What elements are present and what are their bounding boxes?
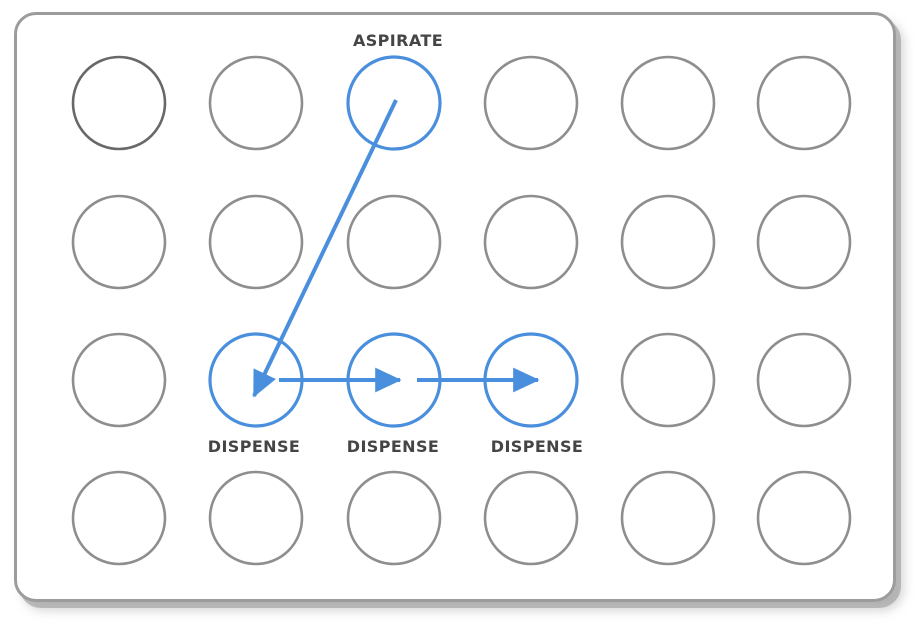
label-dispense-3: DISPENSE — [490, 437, 584, 456]
label-aspirate: ASPIRATE — [352, 31, 444, 50]
label-dispense-2: DISPENSE — [346, 437, 440, 456]
well-plate-card — [14, 12, 896, 602]
label-dispense-1: DISPENSE — [207, 437, 301, 456]
